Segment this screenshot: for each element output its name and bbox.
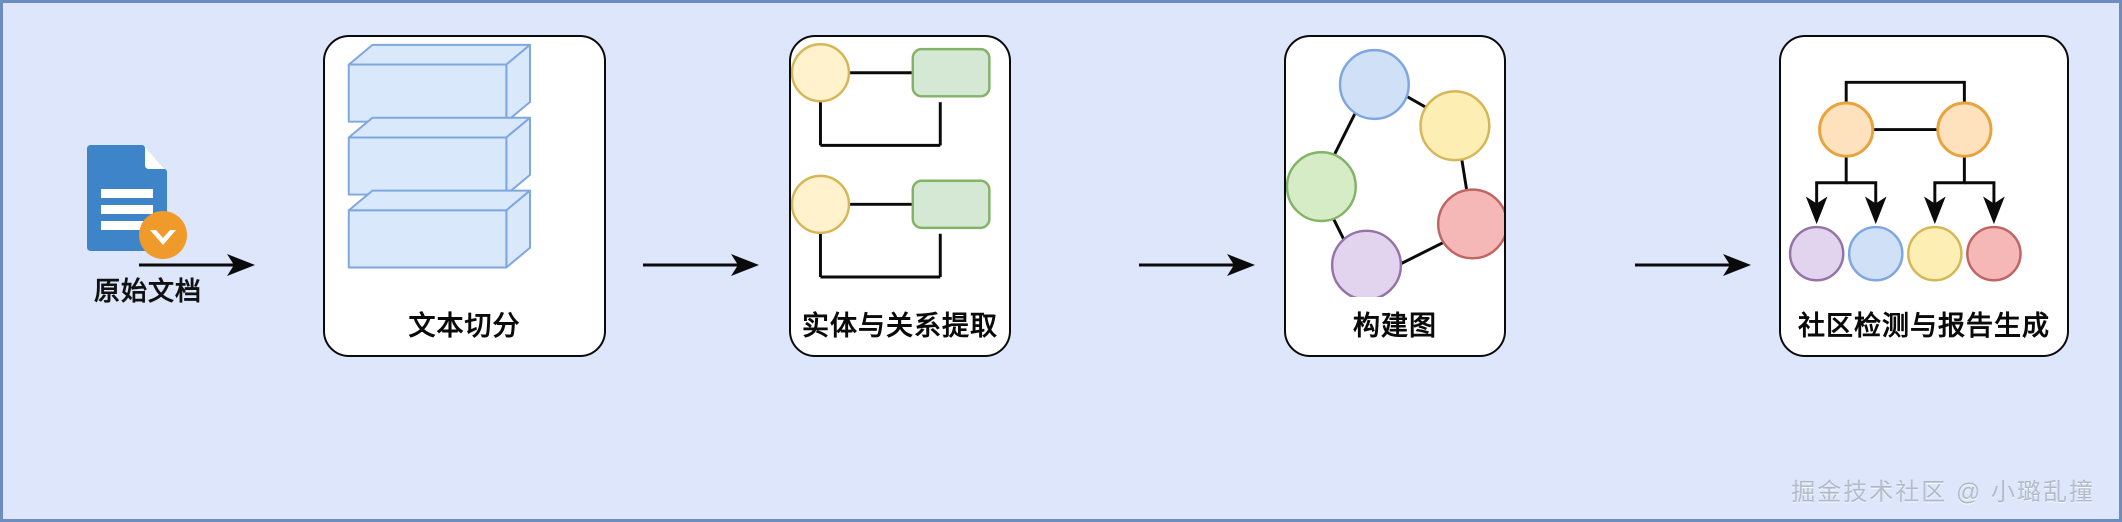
stage-card-report[interactable]: 社区检测与报告生成 xyxy=(1779,35,2069,357)
source-document-icon-wrap xyxy=(83,143,187,263)
stage-graph-illustration xyxy=(1286,37,1504,297)
node-red xyxy=(1436,188,1504,260)
arrow-chunk-to-entity xyxy=(643,250,759,280)
arrow-doc-to-chunk xyxy=(139,250,255,280)
community-right xyxy=(1936,101,1993,158)
arrow-entity-to-graph xyxy=(1139,250,1255,280)
leaf-yellow xyxy=(1907,225,1963,282)
node-purple xyxy=(1330,229,1403,297)
watermark: 掘金技术社区 @ 小璐乱撞 xyxy=(1791,479,2095,506)
stage-card-graph[interactable]: 构建图 xyxy=(1284,35,1506,357)
relation-box-2 xyxy=(911,179,991,230)
stage-chunk-illustration xyxy=(325,37,604,297)
stage-card-chunk[interactable]: 文本切分 xyxy=(323,35,606,357)
stage-chunk-title: 文本切分 xyxy=(408,311,521,341)
stage-report-title: 社区检测与报告生成 xyxy=(1798,311,2050,341)
source-document-label: 原始文档 xyxy=(93,276,202,306)
leaf-purple xyxy=(1788,225,1845,282)
source-document-block: 原始文档 xyxy=(33,143,263,333)
stage-report-illustration xyxy=(1781,37,2067,297)
stacked-3d-blocks-icon xyxy=(347,43,531,269)
knowledge-graph-icon xyxy=(1286,48,1504,297)
node-blue xyxy=(1338,48,1410,121)
check-badge-icon xyxy=(139,211,187,259)
stage-graph-title: 构建图 xyxy=(1353,311,1437,341)
entity-relation-pairs-icon xyxy=(791,43,991,279)
leaf-red xyxy=(1966,225,2022,282)
arrow-graph-to-report xyxy=(1635,250,1751,280)
tree-arrowheads xyxy=(1805,196,2005,225)
node-green xyxy=(1286,151,1357,223)
stage-card-entity[interactable]: 实体与关系提取 xyxy=(789,35,1011,357)
community-left xyxy=(1818,101,1875,158)
stage-entity-illustration xyxy=(791,37,1009,297)
stage-entity-title: 实体与关系提取 xyxy=(802,311,998,341)
node-yellow xyxy=(1419,90,1491,162)
tree-links xyxy=(1815,80,1996,207)
entity-circle-1 xyxy=(791,43,851,103)
entity-circle-2 xyxy=(791,174,851,235)
leaf-blue xyxy=(1847,225,1904,282)
relation-box-1 xyxy=(911,47,991,98)
community-tree-icon xyxy=(1788,80,2022,282)
